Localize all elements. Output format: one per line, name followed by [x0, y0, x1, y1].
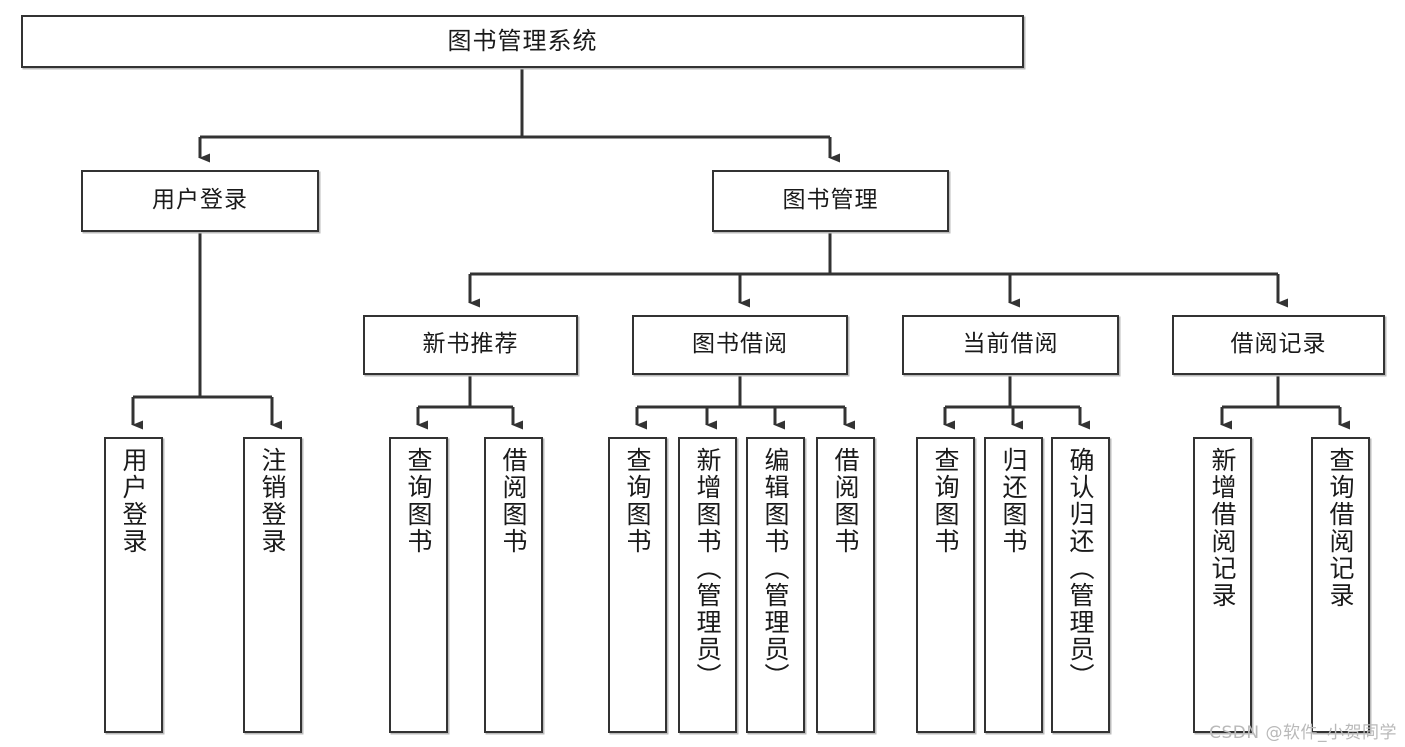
node-book-borrow-label: 图书借阅: [692, 331, 788, 358]
node-leaf-logout[interactable]: 注销登录: [243, 437, 302, 733]
node-root-system-label: 图书管理系统: [447, 27, 598, 56]
node-leaf-query-book-2-label: 查询图书: [623, 447, 652, 555]
node-leaf-return-book-label: 归还图书: [999, 447, 1028, 555]
node-user-login-label: 用户登录: [152, 187, 248, 214]
node-book-management-label: 图书管理: [782, 187, 879, 214]
node-leaf-confirm-return-admin-label: 确认归还（管理员）: [1066, 447, 1095, 690]
node-root-system[interactable]: 图书管理系统: [21, 15, 1024, 68]
node-new-book-recommend-label: 新书推荐: [422, 331, 519, 358]
node-book-borrow[interactable]: 图书借阅: [632, 315, 848, 375]
node-leaf-borrow-book-1[interactable]: 借阅图书: [484, 437, 543, 733]
node-leaf-query-borrow-record[interactable]: 查询借阅记录: [1311, 437, 1370, 733]
node-new-book-recommend[interactable]: 新书推荐: [363, 315, 578, 375]
node-leaf-add-book-admin[interactable]: 新增图书（管理员）: [678, 437, 737, 733]
node-leaf-add-borrow-record-label: 新增借阅记录: [1208, 447, 1237, 609]
node-current-borrow-label: 当前借阅: [962, 331, 1059, 358]
node-leaf-query-borrow-record-label: 查询借阅记录: [1326, 447, 1355, 609]
node-leaf-query-book-1[interactable]: 查询图书: [389, 437, 448, 733]
node-leaf-add-borrow-record[interactable]: 新增借阅记录: [1193, 437, 1252, 733]
node-leaf-query-book-3-label: 查询图书: [931, 447, 960, 555]
node-leaf-edit-book-admin-label: 编辑图书（管理员）: [761, 447, 790, 690]
node-leaf-user-login-label: 用户登录: [119, 447, 148, 555]
csdn-watermark: CSDN @软件_小贺同学: [1209, 723, 1397, 743]
node-leaf-query-book-1-label: 查询图书: [404, 447, 433, 555]
node-borrow-record[interactable]: 借阅记录: [1172, 315, 1385, 375]
node-leaf-logout-label: 注销登录: [258, 447, 287, 555]
node-leaf-query-book-2[interactable]: 查询图书: [608, 437, 667, 733]
node-leaf-user-login[interactable]: 用户登录: [104, 437, 163, 733]
node-leaf-borrow-book-2-label: 借阅图书: [831, 447, 860, 555]
node-leaf-edit-book-admin[interactable]: 编辑图书（管理员）: [746, 437, 805, 733]
node-leaf-return-book[interactable]: 归还图书: [984, 437, 1043, 733]
node-user-login[interactable]: 用户登录: [81, 170, 319, 232]
node-book-management[interactable]: 图书管理: [712, 170, 949, 232]
node-leaf-borrow-book-2[interactable]: 借阅图书: [816, 437, 875, 733]
node-borrow-record-label: 借阅记录: [1230, 331, 1327, 358]
node-leaf-add-book-admin-label: 新增图书（管理员）: [693, 447, 722, 690]
node-leaf-confirm-return-admin[interactable]: 确认归还（管理员）: [1051, 437, 1110, 733]
node-leaf-borrow-book-1-label: 借阅图书: [499, 447, 528, 555]
node-current-borrow[interactable]: 当前借阅: [902, 315, 1119, 375]
node-leaf-query-book-3[interactable]: 查询图书: [916, 437, 975, 733]
